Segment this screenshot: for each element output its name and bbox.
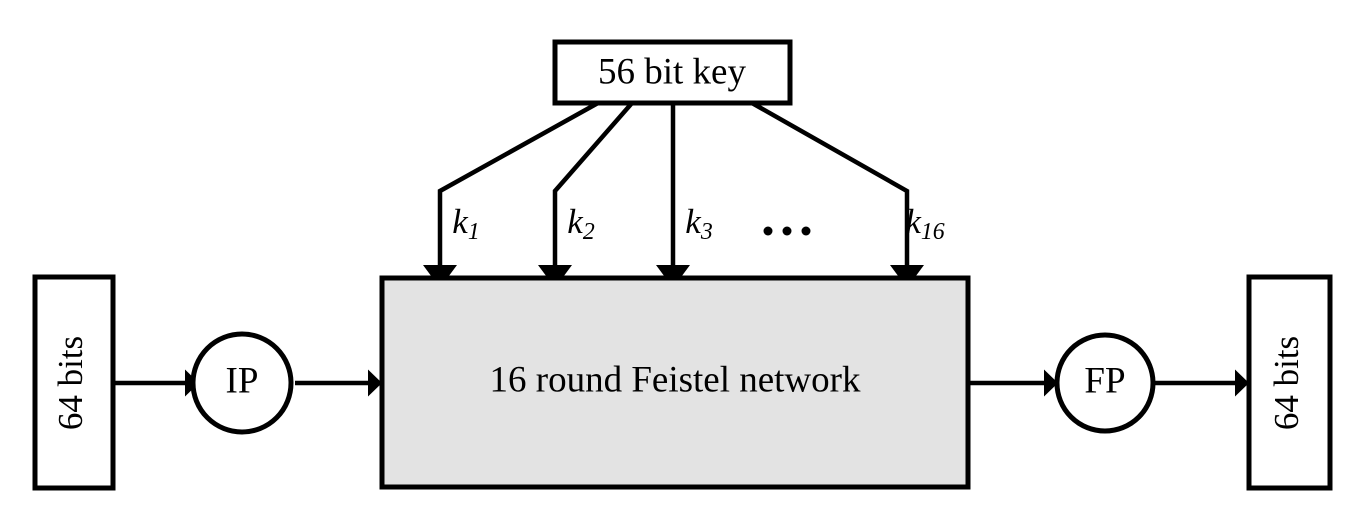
round-key-label-k3: k3 — [685, 202, 713, 245]
round-key-label-k2: k2 — [567, 202, 595, 245]
key-block-rect — [552, 39, 793, 106]
key-line-k2 — [552, 101, 634, 265]
arrowhead-fp-to-output — [1235, 369, 1249, 397]
feistel-network-rect — [379, 275, 971, 490]
ellipsis-dot-2 — [782, 226, 792, 236]
round-key-ellipsis — [763, 226, 811, 236]
connector-fp-to-output — [1152, 369, 1249, 397]
initial-permutation-circle — [190, 331, 294, 435]
input-block-label: 64 bits — [51, 336, 90, 430]
final-permutation-circle — [1054, 332, 1156, 434]
arrowhead-feistel-to-fp — [1044, 369, 1058, 397]
ellipsis-dot-3 — [801, 226, 811, 236]
input-block-rect — [32, 274, 116, 491]
output-block-label: 64 bits — [1267, 336, 1306, 430]
connector-feistel-to-fp — [968, 369, 1058, 397]
connector-input-to-ip — [113, 369, 199, 397]
ellipsis-dot-1 — [763, 226, 773, 236]
round-key-label-k1: k1 — [452, 202, 479, 245]
input-block[interactable]: 64 bits — [32, 274, 116, 491]
feistel-network-block[interactable]: 16 round Feistel network — [379, 275, 971, 490]
initial-permutation-node[interactable]: IP — [190, 331, 294, 435]
key-schedule-connectors — [423, 101, 924, 288]
final-permutation-node[interactable]: FP — [1054, 332, 1156, 434]
key-block[interactable]: 56 bit key — [552, 39, 793, 106]
round-key-labels: k1 k2 k3 k16 — [452, 202, 945, 245]
round-key-label-k16: k16 — [905, 202, 944, 245]
key-line-k16 — [750, 101, 910, 265]
key-block-label: 56 bit key — [598, 51, 746, 92]
output-block[interactable]: 64 bits — [1246, 274, 1333, 491]
initial-permutation-label: IP — [226, 360, 259, 401]
key-line-k1 — [437, 101, 600, 265]
connector-ip-to-feistel — [295, 369, 382, 397]
arrowhead-ip-to-feistel — [368, 369, 382, 397]
feistel-network-label: 16 round Feistel network — [490, 359, 861, 400]
output-block-rect — [1246, 274, 1333, 491]
final-permutation-label: FP — [1084, 360, 1125, 401]
